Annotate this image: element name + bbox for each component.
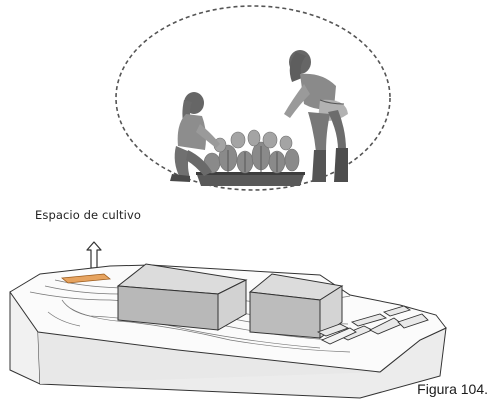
area-label: Espacio de cultivo [35, 208, 141, 222]
dashed-circle-frame [115, 5, 391, 191]
planter-bed [196, 172, 305, 186]
standing-woman [284, 50, 348, 182]
figure-caption: Figura 104. [417, 381, 488, 397]
cultivation-area [61, 273, 111, 284]
building-small [248, 273, 344, 339]
garden-illustration [170, 50, 348, 186]
plants [203, 129, 300, 174]
up-arrow-icon [86, 241, 102, 269]
small-structures [316, 305, 429, 345]
building-large [116, 263, 248, 331]
kneeling-woman [170, 92, 220, 182]
terrain-model [9, 263, 447, 399]
